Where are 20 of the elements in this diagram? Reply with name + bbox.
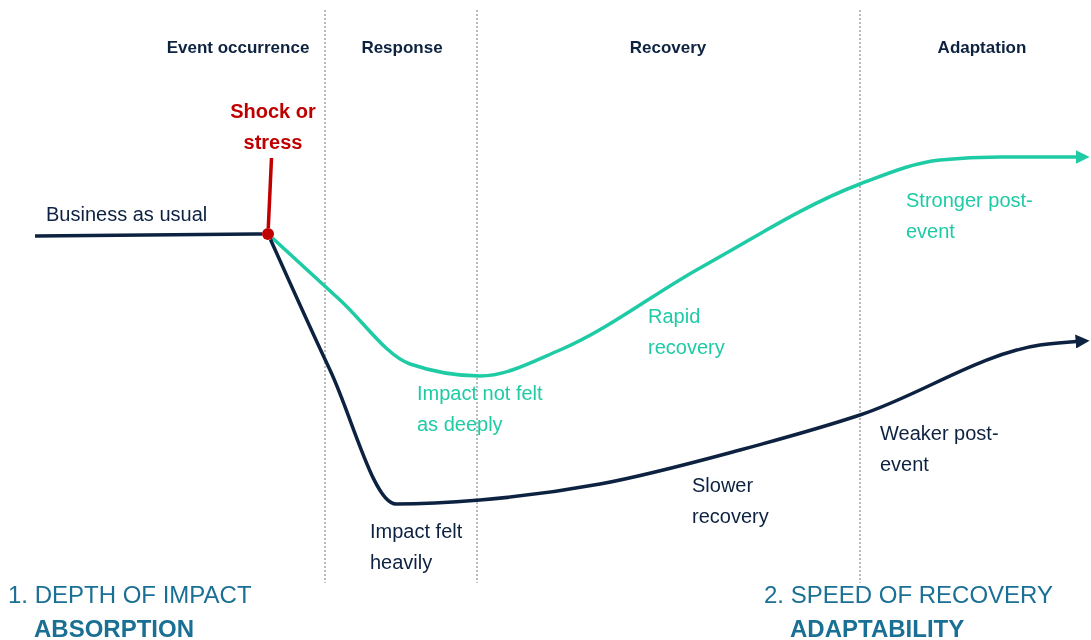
curve-label: Rapid recovery xyxy=(648,304,726,360)
line-label: Business as usual xyxy=(46,202,209,227)
phase-label: Recovery xyxy=(628,37,708,59)
phase-label: Event occurrence xyxy=(165,37,311,59)
dimension-label: ABSORPTION xyxy=(34,614,195,640)
dimension-label: 1. DEPTH OF IMPACT xyxy=(8,580,253,610)
curve-label: Slower recovery xyxy=(692,473,770,529)
dimension-label: 2. SPEED OF RECOVERY xyxy=(764,580,1054,610)
curve-label: Weaker post-event xyxy=(880,421,1000,477)
event-label: Shock or stress xyxy=(223,96,323,158)
curve-arrow xyxy=(268,238,1090,506)
leader-line xyxy=(266,157,274,229)
phase-label: Response xyxy=(360,37,444,59)
curve-label: Impact felt heavily xyxy=(370,519,464,575)
dimension-label: ADAPTABILITY xyxy=(790,614,966,640)
phase-label: Adaptation xyxy=(936,37,1028,59)
curve-label: Stronger post-event xyxy=(906,188,1034,244)
curve-arrow xyxy=(271,150,1090,378)
event-point xyxy=(262,228,274,240)
curve-label: Impact not felt as deeply xyxy=(417,381,544,437)
